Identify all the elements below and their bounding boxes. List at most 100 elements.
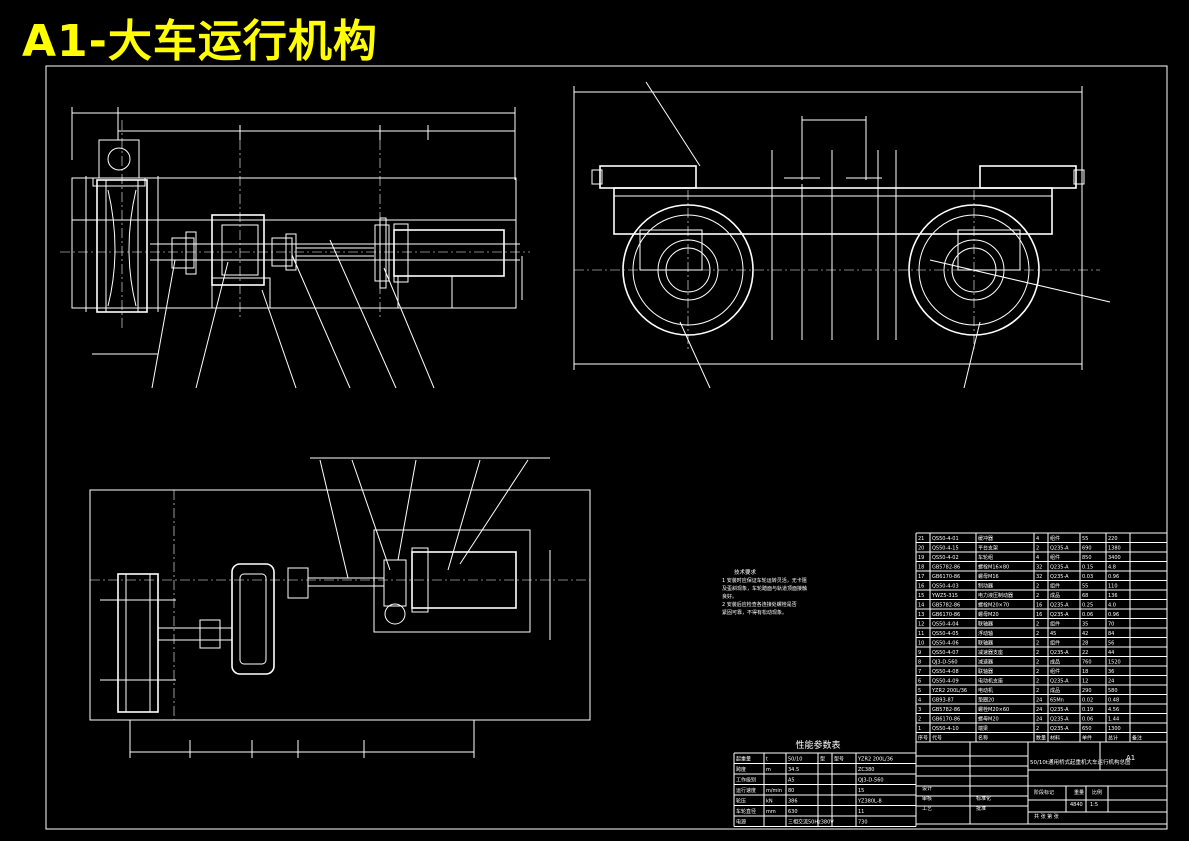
parts-cell: 44: [1108, 650, 1114, 656]
parts-cell: 0.96: [1108, 574, 1119, 580]
parts-cell: 55: [1082, 584, 1088, 590]
parts-cell: 浮动轴: [978, 630, 993, 637]
parts-cell: 0.25: [1082, 603, 1093, 609]
parts-cell: QJ3-D-560: [932, 660, 958, 666]
parts-cell: 制动器: [978, 583, 993, 590]
parts-cell: 1.44: [1108, 717, 1119, 723]
parts-cell: 2: [1036, 660, 1039, 666]
parts-cell: Q235-A: [1050, 717, 1069, 723]
parts-cell: 组件: [1050, 668, 1060, 675]
approve-label: 批准: [976, 805, 986, 812]
title-block: 50/10t通用桥式起重机大车运行机构总图 A1 阶段标记 重量 比例 4840…: [922, 754, 1135, 820]
parts-cell: 56: [1108, 641, 1114, 647]
parts-cell: 螺母M16: [978, 573, 999, 580]
parts-cell: 2: [1036, 726, 1039, 732]
parts-cell: QS50-4-03: [932, 584, 959, 590]
parts-cell: GB6170-86: [932, 612, 960, 618]
parts-cell: 2: [1036, 631, 1039, 637]
parts-cell: QS50-4-06: [932, 641, 959, 647]
parts-cell: 组件: [1050, 640, 1060, 647]
parts-cell: QS50-4-07: [932, 650, 959, 656]
parts-cell: 5: [918, 688, 921, 694]
parts-cell: 2: [1036, 688, 1039, 694]
parts-cell: 2: [1036, 584, 1039, 590]
parts-cell: 组件: [1050, 621, 1060, 628]
parts-cell: 6: [918, 679, 921, 685]
tech-note-line: 2 安装后应检查各连接处螺栓是否: [722, 601, 797, 608]
parts-cell: 3400: [1108, 555, 1121, 561]
perf-cell: 386: [788, 799, 798, 805]
scale-label: 比例: [1092, 789, 1102, 796]
parts-cell: GB6170-86: [932, 574, 960, 580]
perf-cell: 11: [858, 809, 864, 815]
parts-cell: GB5782-86: [932, 603, 960, 609]
parts-cell: 螺母M20: [978, 716, 999, 723]
tech-notes: 技术要求 1 安装时应保证车轮运转灵活，无卡阻 及歪斜现象，车轮踏面与轨道顶面接…: [722, 568, 807, 616]
parts-cell: 4.56: [1108, 707, 1119, 713]
perf-cell: YZ380L-8: [857, 799, 882, 805]
parts-cell: 4: [918, 698, 921, 704]
parts-cell: 2: [1036, 650, 1039, 656]
parts-header-cell: 单件: [1082, 735, 1092, 742]
tech-note-line: 1 安装时应保证车轮运转灵活，无卡阻: [722, 577, 807, 584]
parts-cell: 42: [1082, 631, 1088, 637]
parts-cell: GB93-87: [932, 698, 954, 704]
checker-label: 审核: [922, 795, 932, 802]
parts-cell: 0.06: [1082, 717, 1093, 723]
parts-header-cell: 数量: [1036, 735, 1046, 742]
parts-cell: 35: [1082, 622, 1088, 628]
parts-cell: 4: [1036, 536, 1039, 542]
parts-cell: Q235-A: [1050, 707, 1069, 713]
parts-header-cell: 名称: [978, 735, 988, 742]
title-block-grid: [915, 741, 1168, 825]
parts-cell: 2: [1036, 546, 1039, 552]
parts-cell: Q235-A: [1050, 574, 1069, 580]
tech-note-line: 及歪斜现象，车轮踏面与轨道顶面接触: [722, 585, 807, 592]
parts-cell: 36: [1108, 669, 1114, 675]
parts-cell: 24: [1036, 707, 1042, 713]
parts-cell: 28: [1082, 641, 1088, 647]
parts-cell: 成品: [1050, 592, 1060, 599]
parts-cell: 垫圈20: [978, 697, 994, 704]
parts-cell: 平台支架: [978, 545, 998, 552]
perf-cell: kN: [766, 799, 773, 805]
perf-cell: 630: [788, 809, 798, 815]
process-label: 工艺: [922, 806, 932, 812]
parts-cell: 290: [1082, 688, 1092, 694]
parts-cell: 缓冲器: [978, 535, 993, 542]
parts-cell: 110: [1108, 584, 1118, 590]
perf-cell: 跨度: [736, 766, 746, 773]
designer-label: 设计: [922, 785, 932, 792]
perf-cell: 34.5: [788, 767, 799, 773]
parts-cell: 电动机支座: [978, 678, 1003, 685]
weight-label: 重量: [1074, 789, 1084, 796]
parts-cell: 0.96: [1108, 612, 1119, 618]
parts-cell: Q235-A: [1050, 546, 1069, 552]
parts-cell: 7: [918, 669, 921, 675]
parts-list-grid: [915, 532, 1168, 743]
parts-cell: 21: [918, 536, 924, 542]
parts-cell: 16: [1036, 603, 1042, 609]
parts-cell: 11: [918, 631, 924, 637]
parts-cell: Q235-A: [1050, 726, 1069, 732]
parts-cell: 24: [1036, 698, 1042, 704]
perf-cell: 15: [858, 788, 864, 794]
perf-cell: 工作级别: [736, 777, 756, 784]
perf-cell: A5: [788, 778, 795, 784]
parts-cell: 0.19: [1082, 707, 1093, 713]
parts-cell: 2: [1036, 669, 1039, 675]
perf-table-title: 性能参数表: [795, 739, 840, 751]
parts-cell: 1: [918, 726, 921, 732]
perf-cell: 50/10: [788, 757, 802, 763]
perf-cell: ZC380: [858, 767, 874, 773]
parts-cell: 0.48: [1108, 698, 1119, 704]
parts-cell: 13: [918, 612, 924, 618]
parts-cell: 10: [918, 641, 924, 647]
parts-cell: 0.15: [1082, 565, 1093, 571]
parts-cell: 12: [918, 622, 924, 628]
parts-cell: 19: [918, 555, 924, 561]
standard-label: 标准化: [976, 795, 991, 802]
